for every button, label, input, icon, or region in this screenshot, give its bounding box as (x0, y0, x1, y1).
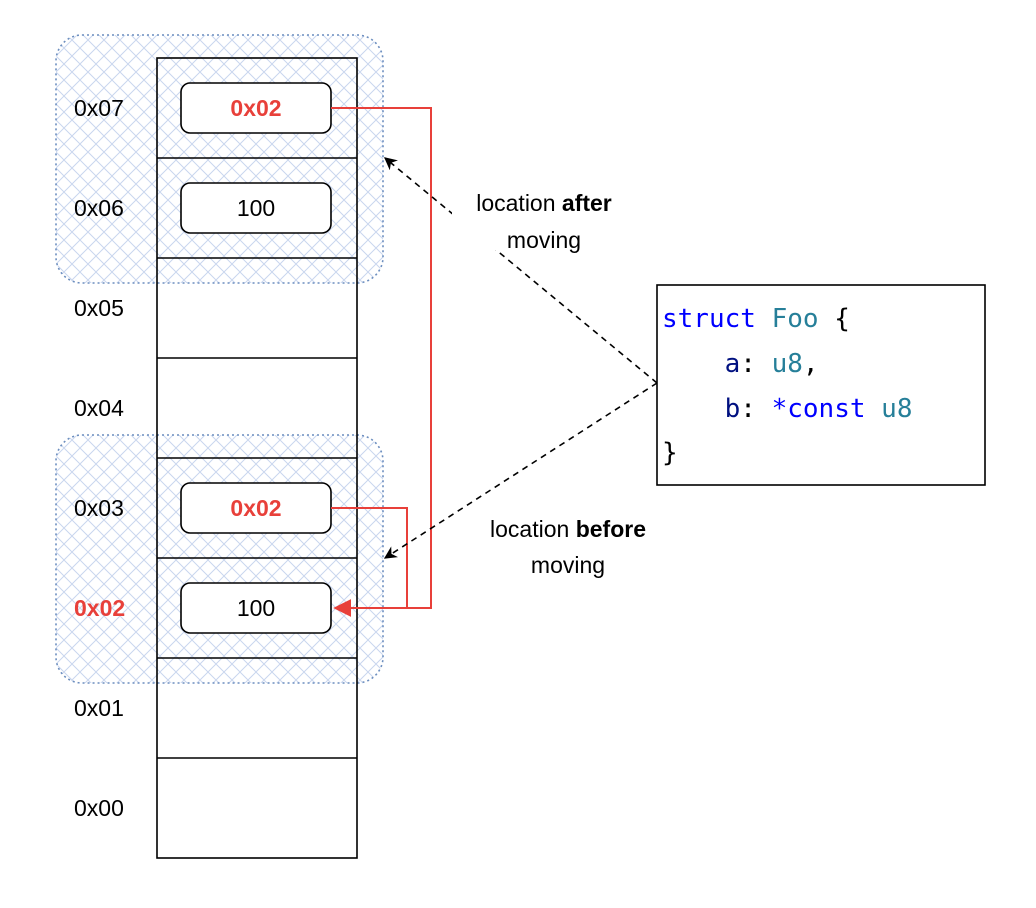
after-label-backing (452, 186, 636, 250)
struct-definition-box (656, 284, 986, 486)
address-label-0x04: 0x04 (74, 395, 124, 421)
code-line-3: b: *const u8 (662, 394, 912, 424)
before-pointer-value: 0x02 (230, 495, 281, 521)
after-field-value: 100 (237, 195, 275, 221)
address-label-0x07: 0x07 (74, 95, 124, 121)
address-label-0x06: 0x06 (74, 195, 124, 221)
before-location-label-line2: moving (531, 552, 605, 578)
code-line-1: struct Foo { (662, 304, 850, 334)
before-move-region (55, 434, 384, 684)
before-value-field-box (180, 582, 332, 634)
after-location-label: location after (476, 190, 612, 216)
code-line-4: } (662, 438, 678, 468)
before-location-label: location before (490, 516, 646, 542)
after-pointer-value: 0x02 (230, 95, 281, 121)
address-label-0x01: 0x01 (74, 695, 124, 721)
memory-column (156, 57, 358, 859)
address-label-0x02: 0x02 (74, 595, 125, 621)
before-location-arrow (383, 382, 658, 559)
after-location-label-line2: moving (507, 227, 581, 253)
after-move-region (55, 34, 384, 284)
address-label-0x03: 0x03 (74, 495, 124, 521)
after-location-arrow (384, 157, 658, 384)
before-label-backing (464, 510, 674, 578)
after-value-field-box (180, 182, 332, 234)
before-field-value: 100 (237, 595, 275, 621)
before-pointer-arrow (331, 507, 408, 617)
address-label-0x00: 0x00 (74, 795, 124, 821)
address-label-0x05: 0x05 (74, 295, 124, 321)
code-line-2: a: u8, (662, 349, 819, 379)
